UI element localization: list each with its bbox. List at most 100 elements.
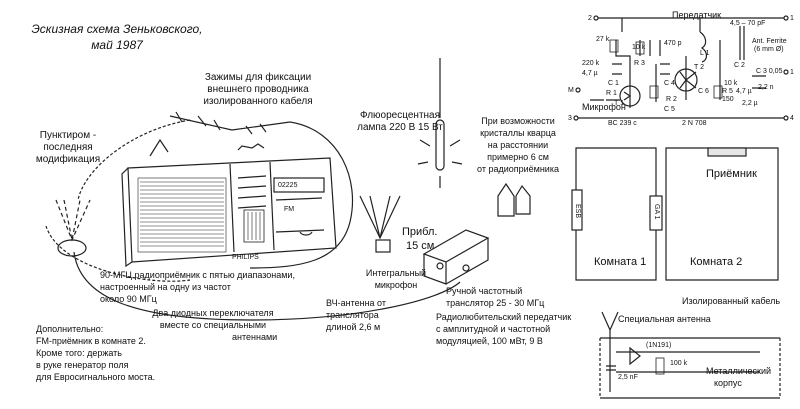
lamp-line-2: лампа 220 В 15 Вт xyxy=(357,122,443,133)
radio-band-label: FM xyxy=(284,206,295,213)
terminal-3: 3 xyxy=(568,115,572,122)
part-label: 4,7 µ xyxy=(582,70,598,77)
additional-line-4: в руке генератор поля xyxy=(36,360,129,370)
dotted-line-2: последняя xyxy=(43,142,93,153)
clamps-line-3: изолированного кабеля xyxy=(203,96,313,107)
quartz-crystals xyxy=(497,182,531,217)
part-label: 10 k xyxy=(724,80,738,87)
title-line-2: май 1987 xyxy=(91,38,143,52)
part-label: C 5 xyxy=(664,106,675,113)
crystals-line-1: При возможности xyxy=(481,116,555,126)
dotted-line-3: модификация xyxy=(35,154,101,165)
integral-mic-line-1: Интегральный xyxy=(365,268,427,278)
distance-line-2: 15 см xyxy=(406,240,435,252)
crystals-line-3: на расстоянии xyxy=(487,140,549,150)
terminal-m: M xyxy=(568,87,574,94)
part-label: 2 N 708 xyxy=(682,120,707,127)
clamps-line-1: Зажимы для фиксации xyxy=(204,72,312,83)
hand-translator xyxy=(422,229,490,285)
part-label: L 1 xyxy=(700,50,710,57)
ga1-label: GA 1 xyxy=(653,204,660,220)
part-label: C 1 xyxy=(608,80,619,87)
ham-tx-line-1: Радиолюбительский передатчик xyxy=(436,312,572,322)
part-label: 2,2 n xyxy=(758,84,774,91)
part-label: 27 k xyxy=(596,36,610,43)
crystals-line-4: примерно 6 см xyxy=(487,152,549,162)
crystals-line-5: от радиоприёмника xyxy=(477,164,559,174)
part-label: 10 k xyxy=(632,44,646,51)
ham-tx-line-2: с амплитудной и частотной xyxy=(436,324,551,334)
part-label: 2,2 µ xyxy=(742,100,758,107)
rooms-plan xyxy=(571,147,779,281)
hf-antenna-line-1: ВЧ-антенна от xyxy=(326,298,386,308)
resistor-label: 100 k xyxy=(670,360,688,367)
distance-line-1: Прибл. xyxy=(402,226,438,238)
part-label: C 3 0,05 xyxy=(756,68,783,75)
radio-frequency-display: 02225 xyxy=(278,182,298,189)
lamp-line-1: Флюоресцентная xyxy=(359,110,441,121)
fluorescent-lamp xyxy=(417,58,463,188)
dotted-antenna xyxy=(55,199,91,242)
terminal-1b: 1 xyxy=(790,69,794,76)
part-label: BC 239 c xyxy=(608,120,637,127)
integral-mic-line-2: микрофон xyxy=(374,280,418,290)
receiver-line-2: настроенный на одну из частот xyxy=(100,282,231,292)
additional-line-2: FM-приёмник в комнате 2. xyxy=(36,336,146,346)
part-label: 4,7 µ xyxy=(736,88,752,95)
microphone-label: Микрофон xyxy=(582,102,626,112)
part-label: R 2 xyxy=(666,96,677,103)
terminal-4: 4 xyxy=(790,115,794,122)
antenna-base xyxy=(57,239,87,257)
dotted-line-1: Пунктиром - xyxy=(39,130,97,141)
part-label: 220 k xyxy=(582,60,600,67)
metal-case-line-2: корпус xyxy=(714,378,742,388)
part-label: C 4 xyxy=(664,80,675,87)
additional-line-1: Дополнительно: xyxy=(36,324,104,334)
hand-translator-line-1: Ручной частотный xyxy=(446,286,523,296)
hf-antenna-line-2: транслятора xyxy=(326,310,379,320)
terminal-2: 2 xyxy=(588,15,592,22)
diode-switch-line-1: Два диодных переключателя xyxy=(152,308,274,318)
additional-line-3: Кроме того: держать xyxy=(36,348,122,358)
room-2-label: Комната 2 xyxy=(690,256,743,268)
clamps-line-2: внешнего проводника xyxy=(207,84,309,95)
radio-receiver xyxy=(121,138,337,268)
receiver-label: Приёмник xyxy=(706,168,757,180)
part-label: T 1 xyxy=(614,100,624,107)
metal-case-line-1: Металлический xyxy=(706,366,772,376)
part-label: R 5 xyxy=(722,88,733,95)
part-label: 470 p xyxy=(664,40,682,47)
transmitter-schematic xyxy=(573,15,789,121)
receiver-line-1: 90-МГЦ радиоприёмник с пятью диапазонами… xyxy=(100,270,295,280)
room-1-label: Комната 1 xyxy=(594,256,647,268)
ferrite-label-2: (6 mm Ø) xyxy=(754,46,784,53)
capacitor-label: 2,5 nF xyxy=(618,374,638,381)
antenna-circuit xyxy=(599,311,781,399)
esb-label: ESB xyxy=(574,204,581,219)
special-antenna-label: Специальная антенна xyxy=(618,314,711,324)
diode-switch-line-2: вместе со специальными xyxy=(159,320,267,330)
part-label: C 6 xyxy=(698,88,709,95)
receiver-line-3: около 90 МГц xyxy=(100,294,157,304)
part-label: C 2 xyxy=(734,62,745,69)
part-label: T 2 xyxy=(694,64,704,71)
title-line-1: Эскизная схема Зеньковского, xyxy=(31,22,203,36)
part-label: 150 xyxy=(722,96,734,103)
part-label: R 1 xyxy=(606,90,617,97)
part-label: R 3 xyxy=(634,60,645,67)
schematic-title: Передатчик xyxy=(672,10,722,20)
hf-antenna-line-3: длиной 2,6 м xyxy=(326,322,381,332)
additional-line-5: для Евросигнального моста. xyxy=(36,372,156,382)
hand-translator-line-2: транслятор 25 - 30 МГц xyxy=(446,298,545,308)
insulated-cable-label: Изолированный кабель xyxy=(682,296,781,306)
terminal-1: 1 xyxy=(790,15,794,22)
ferrite-label-1: Ant. Ferrite xyxy=(752,38,787,45)
radio-brand: PHILIPS xyxy=(232,254,259,261)
crystals-line-2: кристаллы кварца xyxy=(480,128,556,138)
diode-switch-line-3: антеннами xyxy=(232,332,278,342)
diode-label: (1N191) xyxy=(646,342,672,349)
part-label: 4,5 – 70 pF xyxy=(730,20,766,27)
hf-antenna xyxy=(359,195,401,253)
